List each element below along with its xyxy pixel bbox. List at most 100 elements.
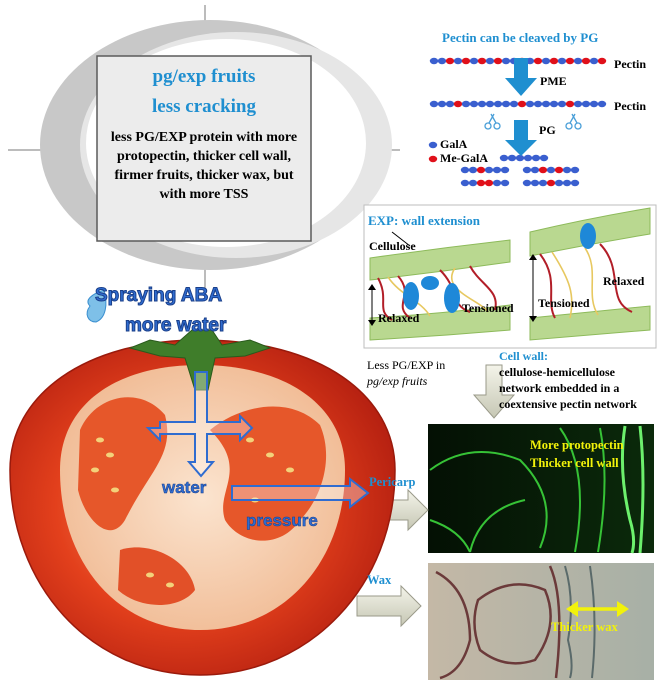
water-cross-arrows xyxy=(145,371,254,478)
gala-unit xyxy=(570,179,580,187)
gala-unit xyxy=(581,100,591,108)
thicker-wall-label: Thicker cell wall xyxy=(530,456,619,470)
megala-unit xyxy=(517,100,527,108)
pressure-label: pressure xyxy=(246,511,318,531)
expansin-left-2 xyxy=(421,276,439,290)
gala-unit xyxy=(477,100,487,108)
megala-unit xyxy=(533,57,543,65)
gala-unit xyxy=(437,57,447,65)
cell-wall-title: Cell wall: xyxy=(499,349,548,363)
gala-unit xyxy=(437,100,447,108)
megala-unit xyxy=(476,166,486,174)
gala-unit xyxy=(549,100,559,108)
megala-unit xyxy=(549,57,559,65)
pectin-chain-mid xyxy=(429,100,607,108)
gala-unit xyxy=(445,100,455,108)
gala-unit xyxy=(562,166,572,174)
gala-unit xyxy=(525,100,535,108)
pectin-label-top: Pectin xyxy=(614,57,646,71)
legend-megala: Me-GalA xyxy=(440,151,488,165)
gala-unit xyxy=(468,166,478,174)
center-title-line1: pg/exp fruits xyxy=(152,66,256,87)
gala-unit xyxy=(509,100,519,108)
tether-chains-right xyxy=(539,243,633,319)
megala-unit xyxy=(477,57,487,65)
micrograph-wax-cells xyxy=(435,565,561,680)
micrograph-wax-layer xyxy=(564,565,596,679)
protopectin-label: More protopectin xyxy=(530,438,624,452)
gala-unit xyxy=(557,57,567,65)
gala-unit xyxy=(573,100,583,108)
legend-gala-dot xyxy=(428,141,438,149)
megala-unit xyxy=(597,57,607,65)
locule-left xyxy=(78,397,168,531)
water-drop-icon xyxy=(86,289,107,323)
megala-unit xyxy=(565,100,575,108)
pectin-label-mid: Pectin xyxy=(614,99,646,113)
cellulose-pointer xyxy=(391,231,411,247)
gala-unit xyxy=(531,154,541,162)
pectin-fragment-4 xyxy=(460,179,510,187)
pectin-fragment-2 xyxy=(460,166,510,174)
gala-unit xyxy=(597,100,607,108)
gala-unit xyxy=(570,166,580,174)
gala-unit xyxy=(484,166,494,174)
megala-unit xyxy=(476,179,486,187)
pericarp-label: Pericarp xyxy=(369,475,416,489)
megala-unit xyxy=(445,57,455,65)
megala-unit xyxy=(565,57,575,65)
water-label: water xyxy=(162,478,207,498)
cell-wall-line2: network embedded in a xyxy=(499,381,620,395)
gala-unit xyxy=(557,100,567,108)
gala-unit xyxy=(530,179,540,187)
gala-unit xyxy=(507,154,517,162)
cellulose-label: Cellulose xyxy=(369,239,416,253)
gala-unit xyxy=(460,179,470,187)
pressure-arrow xyxy=(231,476,370,510)
gala-unit xyxy=(461,100,471,108)
gala-unit xyxy=(501,57,511,65)
relaxed-left-label: Relaxed xyxy=(378,311,420,325)
center-title-line2: less cracking xyxy=(152,96,256,117)
gala-unit xyxy=(453,57,463,65)
megala-unit xyxy=(461,57,471,65)
center-description: less PG/EXP protein with more protopecti… xyxy=(110,130,298,202)
gala-unit xyxy=(533,100,543,108)
thicker-wax-label: Thicker wax xyxy=(551,620,618,634)
pectin-title: Pectin can be cleaved by PG xyxy=(442,30,599,45)
cellulose-band-left-bottom xyxy=(369,304,511,341)
gala-unit xyxy=(485,100,495,108)
gala-unit xyxy=(468,179,478,187)
gala-unit xyxy=(492,179,502,187)
gala-unit xyxy=(493,100,503,108)
gala-unit xyxy=(541,57,551,65)
megala-unit xyxy=(581,57,591,65)
gala-unit xyxy=(589,100,599,108)
micrograph-pericarp-wall xyxy=(620,425,645,554)
gala-unit xyxy=(515,154,525,162)
scissors-icon-right xyxy=(565,113,582,130)
spray-aba-label: Spraying ABA xyxy=(94,285,223,307)
gala-unit xyxy=(460,166,470,174)
gala-unit xyxy=(530,166,540,174)
megala-unit xyxy=(546,179,556,187)
less-pgexp-line1: Less PG/EXP in xyxy=(367,358,446,372)
megala-unit xyxy=(554,166,564,174)
pectin-fragment-1 xyxy=(499,154,549,162)
megala-unit xyxy=(453,100,463,108)
gala-unit xyxy=(589,57,599,65)
wax-arrow xyxy=(356,584,422,628)
gala-unit xyxy=(429,100,439,108)
pectin-fragment-5 xyxy=(522,179,580,187)
gala-unit xyxy=(522,166,532,174)
megala-unit xyxy=(538,166,548,174)
pectin-chains xyxy=(428,57,607,187)
pg-arrow xyxy=(505,120,537,156)
tomato-stem xyxy=(128,329,272,391)
micrograph-pericarp-cells xyxy=(429,427,606,553)
center-box xyxy=(96,55,312,242)
megala-unit xyxy=(484,179,494,187)
gala-unit xyxy=(501,100,511,108)
